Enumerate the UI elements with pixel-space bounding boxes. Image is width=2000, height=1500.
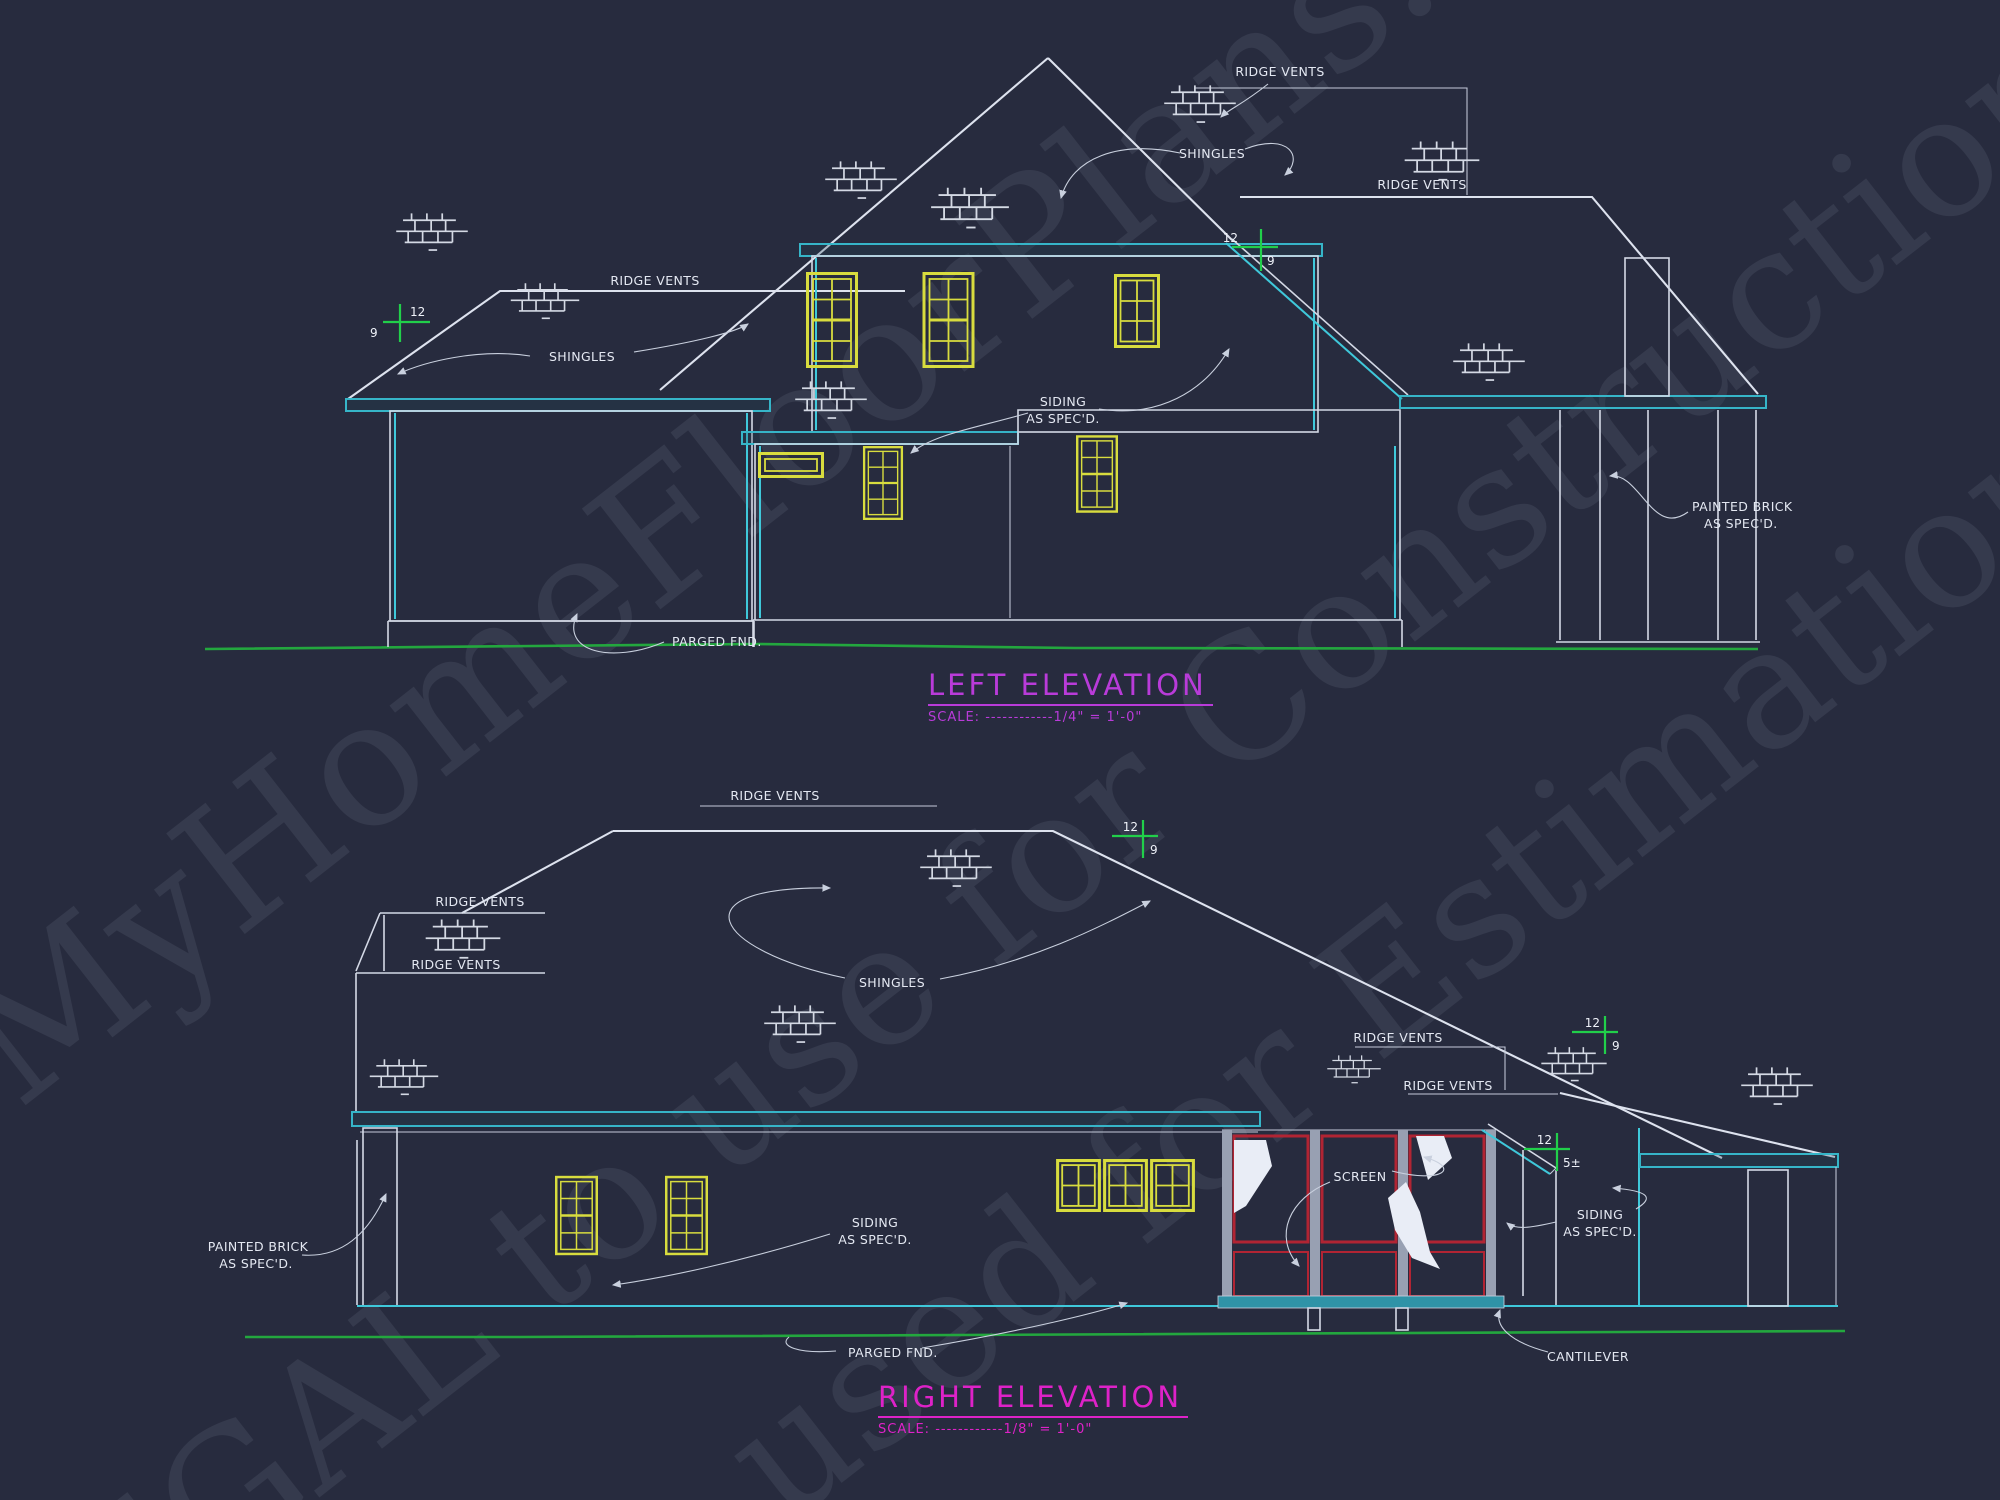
right-elevation-drawing: 12 9 12 9 12 5± RIDGE VENTS RIDGE VENTS: [208, 788, 1846, 1364]
painted-brick-label: AS SPEC'D.: [219, 1256, 293, 1271]
shingles-label: SHINGLES: [549, 349, 615, 364]
ridge-vent-icon: [368, 1058, 440, 1096]
siding-label: SIDING: [852, 1215, 898, 1230]
svg-text:9: 9: [1612, 1039, 1620, 1053]
ridge-vents-label: RIDGE VENTS: [610, 273, 699, 288]
screen-glare-shape: [1234, 1140, 1272, 1213]
svg-text:9: 9: [1150, 843, 1158, 857]
main-roof: [355, 829, 1723, 1159]
siding-label: SIDING: [1577, 1207, 1623, 1222]
painted-brick-label: PAINTED BRICK: [208, 1239, 309, 1254]
ridge-vent-icon: [424, 918, 502, 959]
ridge-vents-label: RIDGE VENTS: [730, 788, 819, 803]
ridge-vent-icon: [1403, 140, 1481, 181]
siding-label: AS SPEC'D.: [838, 1232, 912, 1247]
right-elevation-title-block: RIGHT ELEVATION SCALE: ------------1/8" …: [878, 1380, 1189, 1437]
roof-pitch-marker: 12 9: [1572, 1016, 1620, 1054]
screen-label: SCREEN: [1334, 1169, 1387, 1184]
ridge-vents-label: RIDGE VENTS: [411, 957, 500, 972]
left-elevation-drawing: 12 9 12 9 RIDGE VENTS SHINGLES RIDGE VEN…: [204, 57, 1793, 654]
ridge-vents-label: RIDGE VENTS: [1403, 1078, 1492, 1093]
ridge-vent-icon: [824, 160, 898, 199]
brick-pillar: [1747, 1169, 1789, 1307]
shingles-label: SHINGLES: [1179, 146, 1245, 161]
svg-text:12: 12: [1223, 231, 1238, 245]
right-elevation-title: RIGHT ELEVATION: [878, 1380, 1189, 1418]
svg-text:12: 12: [1123, 820, 1138, 834]
screen-glare-shape: [1388, 1182, 1440, 1269]
garage-section: [345, 289, 905, 647]
svg-text:9: 9: [370, 326, 378, 340]
painted-brick-label: PAINTED BRICK: [1692, 499, 1793, 514]
ridge-vent-icon: [509, 282, 581, 320]
svg-text:12: 12: [410, 305, 425, 319]
ridge-vents-label: RIDGE VENTS: [435, 894, 524, 909]
parged-fnd-label: PARGED FND.: [672, 634, 762, 649]
siding-label: AS SPEC'D.: [1026, 411, 1100, 426]
siding-label: SIDING: [1040, 394, 1086, 409]
svg-text:5±: 5±: [1563, 1156, 1581, 1170]
ground-line: [204, 642, 1759, 651]
cantilever-label: CANTILEVER: [1547, 1349, 1629, 1364]
ridge-vents-label: RIDGE VENTS: [1353, 1030, 1442, 1045]
upper-wall: [799, 243, 1323, 433]
ridge-vents-label: RIDGE VENTS: [1235, 64, 1324, 79]
svg-text:12: 12: [1585, 1016, 1600, 1030]
left-elevation-scale: SCALE: ------------1/4" = 1'-0": [928, 710, 1143, 725]
right-elevation-scale: SCALE: ------------1/8" = 1'-0": [878, 1422, 1093, 1437]
ridge-vent-icon: [395, 212, 469, 251]
cantilever-section: [1481, 1123, 1640, 1305]
parged-fnd-label: PARGED FND.: [848, 1345, 938, 1360]
left-elevation-title-block: LEFT ELEVATION SCALE: ------------1/4" =…: [928, 668, 1213, 725]
ridge-vent-icon: [1740, 1066, 1814, 1105]
roof-pitch-marker: 12 5±: [1524, 1133, 1581, 1171]
roof-pitch-marker: 12 9: [1112, 820, 1158, 858]
shingles-label: SHINGLES: [859, 975, 925, 990]
left-elevation-title: LEFT ELEVATION: [928, 668, 1213, 706]
painted-brick-label: AS SPEC'D.: [1704, 516, 1778, 531]
ground-line: [245, 1329, 1846, 1339]
deck-band: [1217, 1295, 1505, 1309]
window-first-floor-right: [1076, 435, 1118, 513]
roof-pitch-marker: 12 9: [1223, 229, 1278, 271]
siding-label: AS SPEC'D.: [1563, 1224, 1637, 1239]
roof-pitch-marker: 12 9: [370, 304, 430, 342]
svg-text:12: 12: [1537, 1133, 1552, 1147]
svg-text:9: 9: [1267, 254, 1275, 268]
screen-glare-shape: [1416, 1136, 1452, 1180]
right-wing: [1559, 1091, 1839, 1307]
ridge-vents-label: RIDGE VENTS: [1377, 177, 1466, 192]
screen-porch: [1217, 1129, 1505, 1331]
